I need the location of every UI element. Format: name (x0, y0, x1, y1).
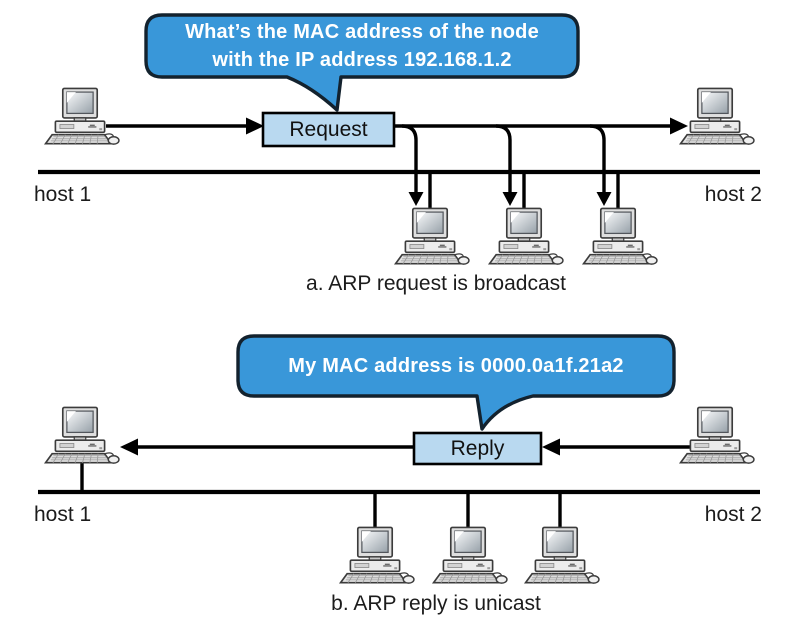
arrowhead-reply (542, 438, 560, 456)
reply-packet-label: Reply (450, 436, 505, 460)
broadcast-arrowhead-1 (408, 192, 424, 206)
host2-label-a: host 2 (704, 183, 762, 206)
speech-bubble-a-line1: What’s the MAC address of the node (185, 21, 539, 43)
host2-computer-icon-b (674, 406, 756, 467)
arrowhead-host1 (120, 438, 138, 456)
node3-computer-icon-a (577, 207, 659, 268)
node2-computer-icon-a (483, 207, 565, 268)
host1-computer-icon-b (39, 406, 121, 467)
speech-bubble-a-text: What’s the MAC address of the node with … (146, 18, 578, 74)
broadcast-branch-arrow-1 (401, 124, 418, 192)
arrowhead-host2 (670, 117, 688, 135)
arrowhead-request (246, 117, 264, 135)
node1-computer-icon-b (334, 526, 416, 587)
request-packet-label: Request (289, 117, 368, 141)
reply-packet-box (412, 431, 543, 466)
speech-bubble-a-line2: with the IP address 192.168.1.2 (212, 49, 512, 71)
caption-b: b. ARP reply is unicast (331, 592, 541, 615)
section-b-graphics (38, 334, 760, 528)
host2-label-b: host 2 (704, 503, 762, 526)
host2-computer-icon-a (674, 87, 756, 148)
request-packet-box (261, 111, 396, 148)
section-a-graphics (38, 13, 760, 209)
broadcast-branch-arrow-3 (589, 124, 606, 192)
node1-computer-icon-a (389, 207, 471, 268)
speech-bubble-b-text: My MAC address is 0000.0a1f.21a2 (238, 336, 674, 396)
host1-label-b: host 1 (34, 503, 92, 526)
host1-label-a: host 1 (34, 183, 92, 206)
node3-computer-icon-b (519, 526, 601, 587)
speech-bubble-b-line1: My MAC address is 0000.0a1f.21a2 (288, 355, 624, 377)
caption-a: a. ARP request is broadcast (306, 272, 566, 295)
broadcast-branch-arrow-2 (495, 124, 512, 192)
speech-bubble-b (236, 334, 676, 431)
node2-computer-icon-b (427, 526, 509, 587)
speech-bubble-a (144, 13, 580, 112)
broadcast-arrowhead-2 (502, 192, 518, 206)
broadcast-arrowhead-3 (596, 192, 612, 206)
host1-computer-icon-a (39, 87, 121, 148)
